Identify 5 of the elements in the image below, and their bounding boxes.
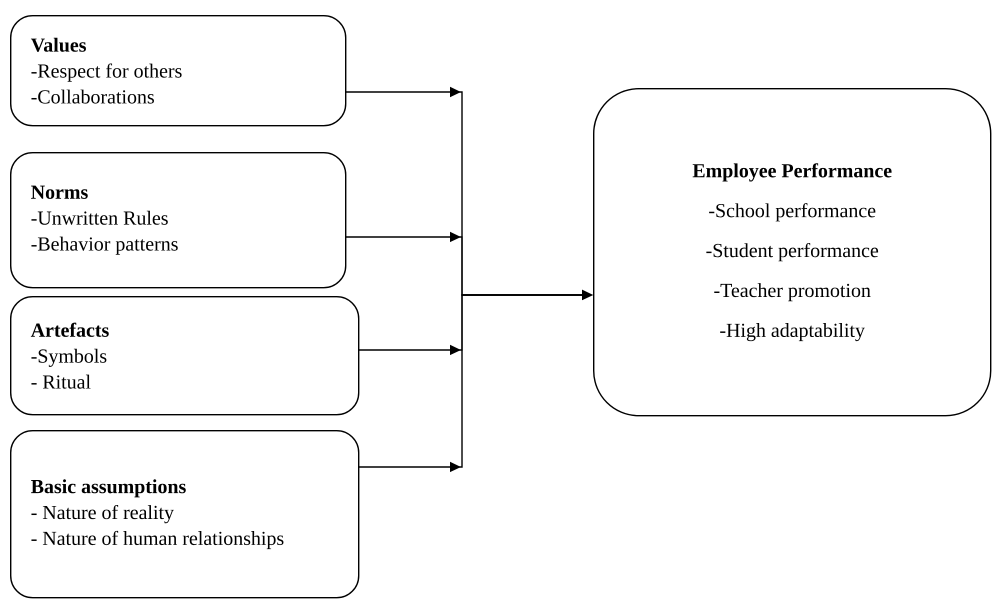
concept-box: Basic assumptions - Nature of reality - Nature of human relationships (10, 430, 360, 598)
concept-box: Artefacts -Symbols - Ritual (10, 296, 360, 416)
concept-box: Values -Respect for others -Collaborations (10, 15, 346, 126)
outcome-box: Employee Performance -School performance -Student performance -Teacher promotion -High adaptability (593, 88, 992, 416)
concept-box: Norms -Unwritten Rules -Behavior patterns (10, 152, 346, 288)
